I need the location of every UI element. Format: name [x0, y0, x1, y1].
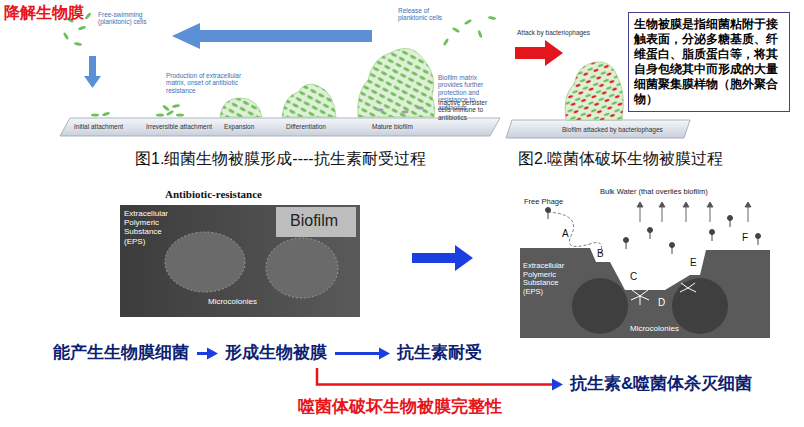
arrow-head [379, 348, 390, 360]
edge-label: 噬菌体破坏生物被膜完整性 [296, 397, 504, 417]
connector [317, 368, 563, 391]
callout-letter: D [658, 297, 665, 309]
arrow-head [207, 348, 218, 360]
arrow-label: Attack by bacteriophages [517, 29, 590, 36]
part-label: Free Phage [524, 198, 563, 207]
figure-caption: 图1.细菌生物被膜形成----抗生素耐受过程 [135, 150, 426, 168]
stage-label: Mature biofilm [372, 123, 413, 130]
part-label: Extracellular Polymeric Substance (EPS) [124, 209, 182, 246]
part-label: Bulk Water (that overlies biofilm) [600, 188, 708, 197]
slide-title: 降解生物膜 [4, 4, 84, 22]
connector [335, 348, 390, 360]
stage-label: Initial attachment [74, 123, 123, 130]
callout-letter: C [630, 271, 637, 283]
stage-label: Irreversible attachment [146, 123, 212, 130]
stage-note: Inactive persister cells immune to antib… [438, 99, 500, 121]
flow-step: 抗生素耐受 [394, 341, 486, 366]
stage-label: Differentiation [286, 123, 326, 130]
connector-line [335, 352, 381, 355]
flow-result: 抗生素&噬菌体杀灭细菌 [567, 372, 757, 397]
arrow-head [552, 379, 563, 391]
part-label: Microcolonies [208, 297, 257, 306]
callout-letter: A [562, 228, 569, 240]
stage-note: Free-swimming (planktonic) cells [98, 11, 166, 26]
connector [197, 348, 218, 360]
node-text: 能产生生物膜细菌 [53, 343, 190, 363]
node-text: 抗生素&噬菌体杀灭细菌 [570, 374, 754, 394]
figure-caption: 图2.噬菌体破坏生物被膜过程 [518, 150, 723, 168]
stage-label: Biofilm attacked by bacteriophages [562, 126, 663, 133]
flow-step: 能产生生物膜细菌 [50, 341, 193, 366]
connector-line [317, 368, 554, 385]
callout-letter: B [597, 248, 604, 260]
stage-note: Release of planktonic cells [398, 7, 450, 22]
panel-heading: Antibiotic-resistance [165, 188, 262, 201]
part-label: Extracellular Polymeric Substance (EPS) [523, 262, 578, 297]
part-label: Biofilm [290, 212, 338, 230]
flow-step: 形成生物被膜 [222, 341, 331, 366]
node-text: 生物被膜是指细菌粘附于接触表面，分泌多糖基质、纤维蛋白、脂质蛋白等，将其自身包绕… [634, 17, 784, 107]
stage-note: Production of extracellular matrix, onse… [166, 72, 256, 94]
node-text: 形成生物被膜 [225, 343, 328, 363]
node-text: 抗生素耐受 [397, 343, 483, 363]
definition-box: 生物被膜是指细菌粘附于接触表面，分泌多糖基质、纤维蛋白、脂质蛋白等，将其自身包绕… [628, 12, 790, 112]
callout-letter: F [742, 232, 748, 244]
part-label: Microcolonies [630, 324, 679, 333]
callout-letter: E [690, 257, 697, 269]
stage-label: Expansion [224, 123, 254, 130]
